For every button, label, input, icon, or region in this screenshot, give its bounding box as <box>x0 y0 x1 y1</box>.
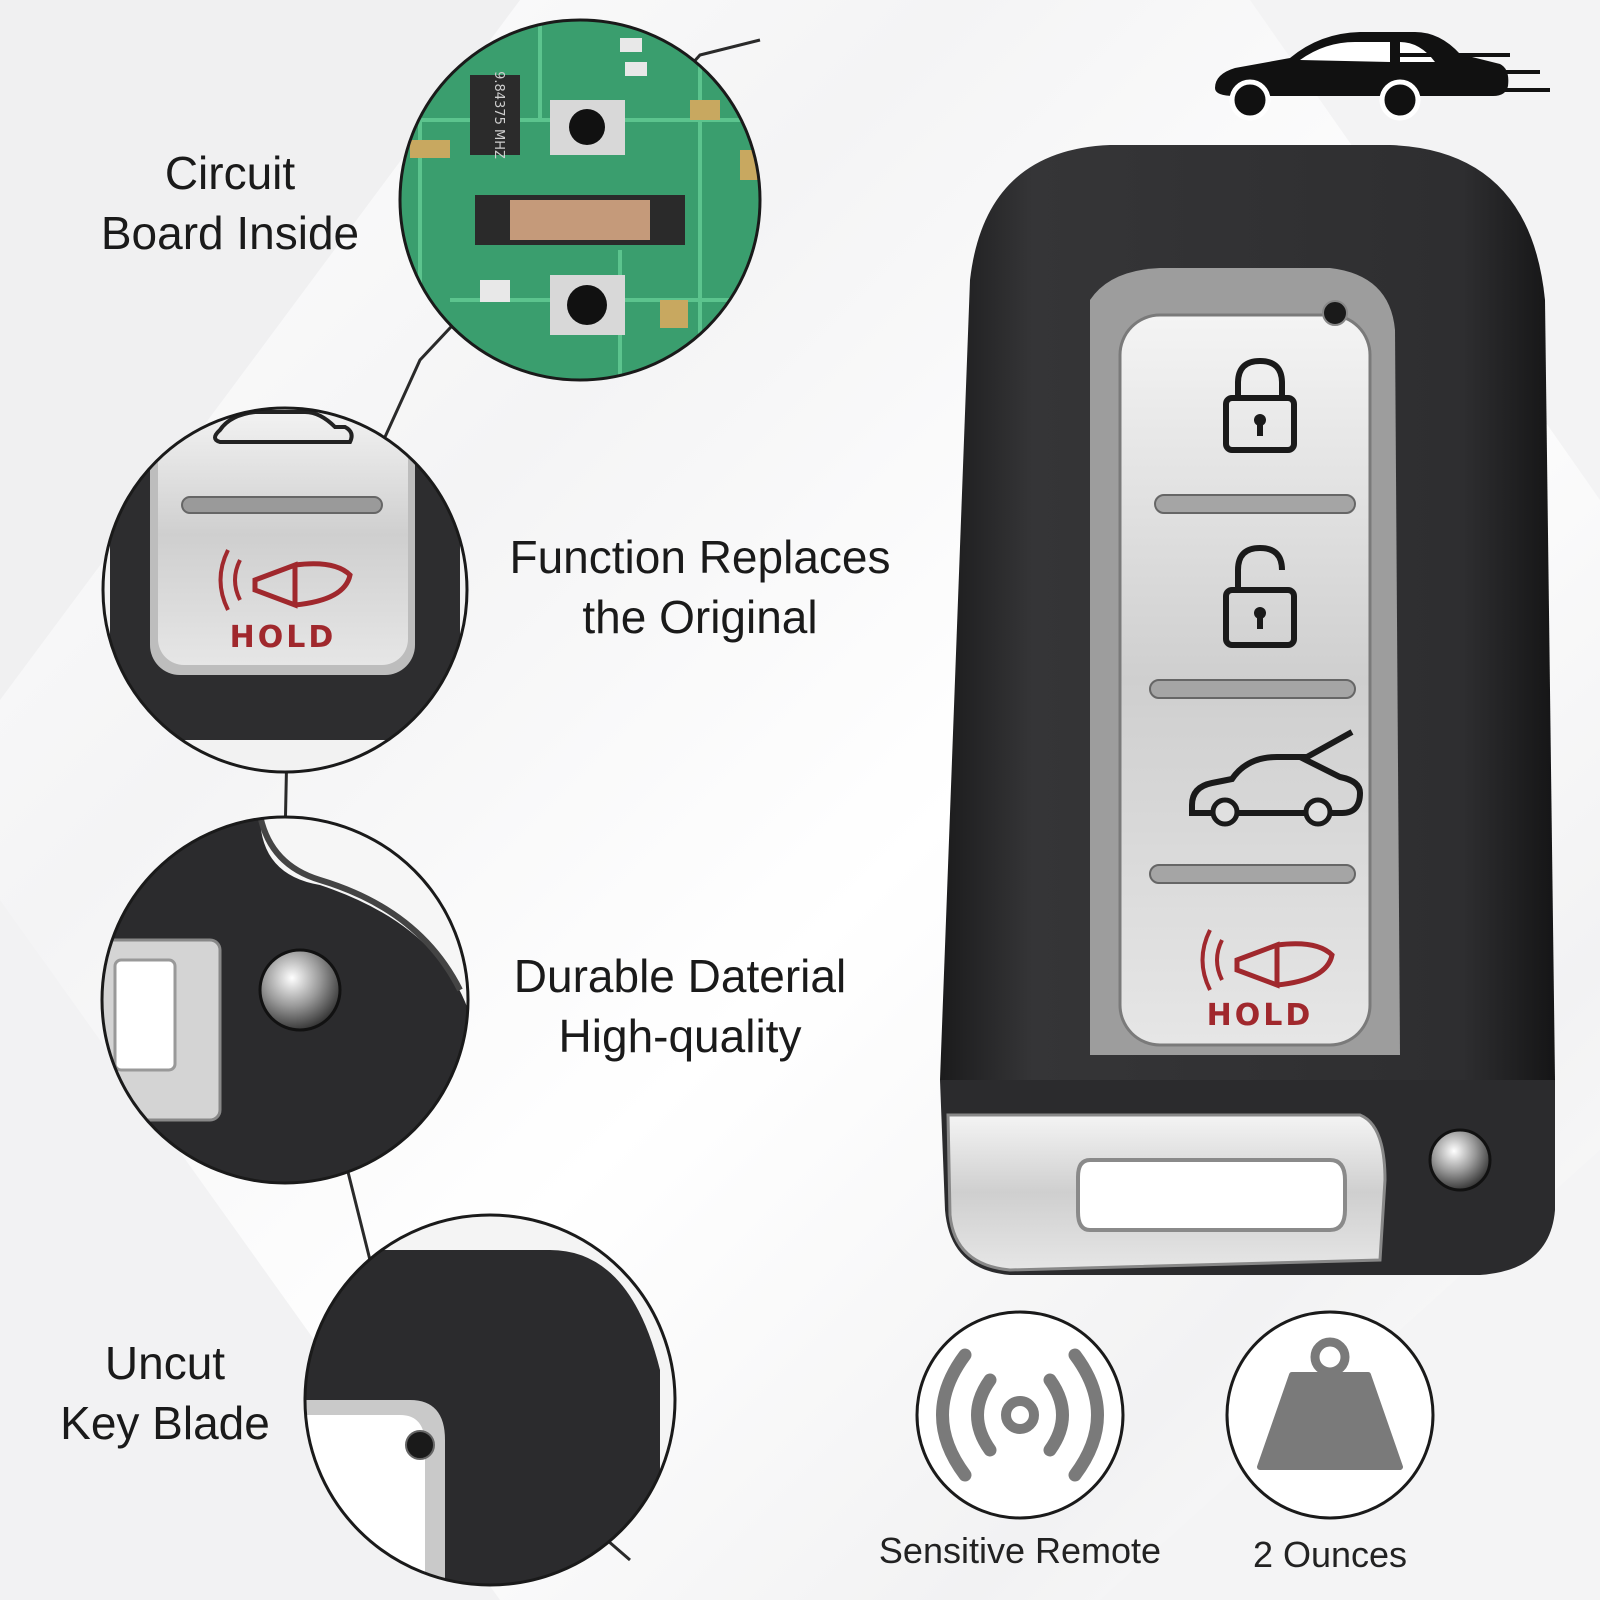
function-label: Function Replaces the Original <box>509 531 891 643</box>
horn-icon <box>218 549 353 611</box>
panic-button[interactable]: HOLD <box>1200 929 1335 1033</box>
key-blade-label: Uncut Key Blade <box>60 1337 270 1449</box>
unlock-icon <box>1223 544 1297 648</box>
hold-label-zoom: HOLD <box>230 620 337 655</box>
trunk-icon <box>1189 729 1364 827</box>
trunk-button[interactable] <box>1189 729 1364 827</box>
led-indicator <box>1322 300 1348 326</box>
unlock-button[interactable] <box>1223 544 1297 648</box>
lock-button[interactable] <box>1223 357 1297 453</box>
circuit-board-label: Circuit Board Inside <box>100 147 360 259</box>
sensitive-remote-caption: Sensitive Remote <box>878 1530 1162 1571</box>
release-pin-main[interactable] <box>1428 1128 1492 1192</box>
horn-icon <box>1200 929 1335 991</box>
hold-label: HOLD <box>1207 998 1314 1033</box>
material-label: Durable Daterial High-quality <box>513 950 847 1062</box>
weight-icon <box>1257 1337 1403 1470</box>
release-pin <box>258 948 342 1032</box>
crystal-mark: 9.84375 MHZ <box>491 71 506 159</box>
weight-caption: 2 Ounces <box>1252 1534 1408 1575</box>
lock-icon <box>1223 357 1297 453</box>
signal-icon <box>936 1348 1104 1482</box>
